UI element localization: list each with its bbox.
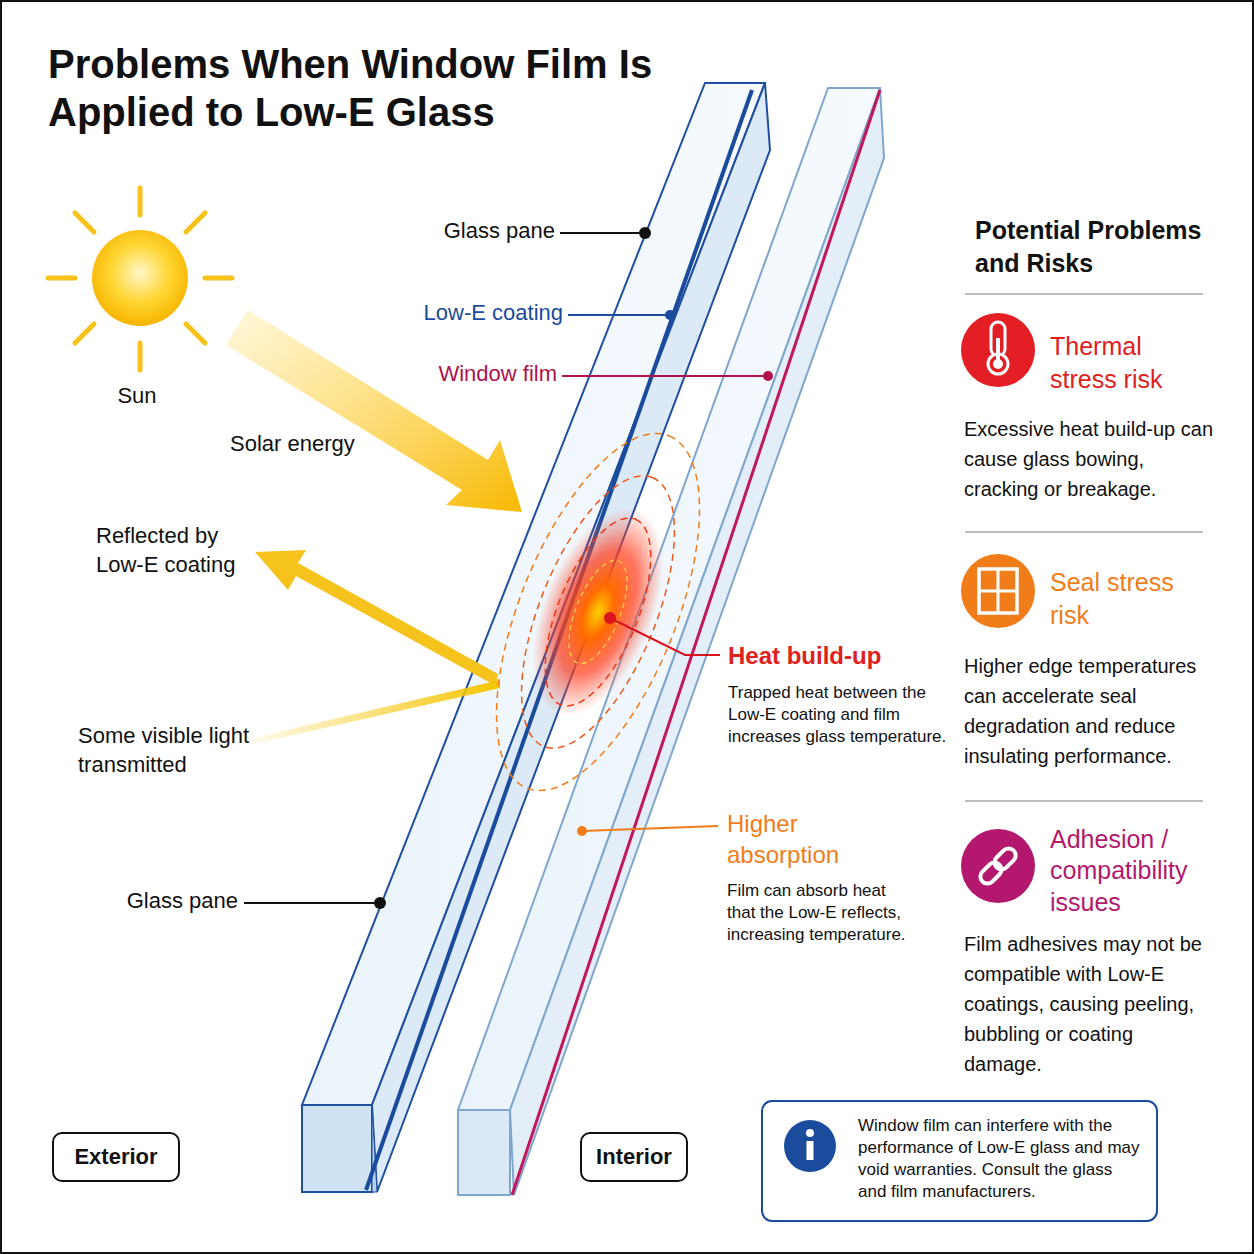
callout-body: Film can absorb heat that the Low-E refl…: [727, 880, 907, 946]
risk-heading: Adhesion / compatibility issues: [1050, 824, 1225, 918]
node-text: Window film can interfere with the perfo…: [858, 1115, 1141, 1203]
side-tag: Exterior: [52, 1132, 180, 1182]
sun-icon: [48, 188, 232, 370]
callout-heading: Higher absorption: [727, 808, 897, 870]
info-icon: [784, 1120, 836, 1172]
risk-heading: Thermal stress risk: [1050, 330, 1215, 395]
risk-heading: Seal stress risk: [1050, 566, 1215, 631]
heat-spot: [455, 407, 742, 818]
thermometer-icon: [961, 313, 1035, 387]
side-tag: Interior: [580, 1132, 688, 1182]
info-note-frame: [762, 1101, 1157, 1221]
arrow-label: Some visible light transmitted: [78, 722, 278, 779]
link-icon: [961, 829, 1035, 903]
info-note: Window film can interfere with the perfo…: [762, 1101, 1157, 1215]
diagram-title: Problems When Window Film Is Applied to …: [48, 40, 688, 136]
sun-label: Sun: [92, 382, 182, 411]
risk-body: Film adhesives may not be compatible wit…: [964, 929, 1214, 1079]
part-label: Window film: [405, 360, 557, 389]
reflected-arrow: [255, 550, 498, 686]
solar-energy-arrow: [226, 310, 522, 512]
panel-heading: Potential Problems and Risks: [975, 214, 1215, 279]
part-label: Low-E coating: [395, 299, 563, 328]
risk-body: Excessive heat build-up can cause glass …: [964, 414, 1214, 504]
part-label: Glass pane: [100, 887, 238, 916]
visible-light-ray: [236, 680, 500, 748]
callout-heading: Heat build-up: [728, 640, 938, 671]
window-icon: [961, 554, 1035, 628]
risk-body: Higher edge temperatures can accelerate …: [964, 651, 1214, 771]
node-text: Exterior: [62, 1144, 170, 1170]
arrow-label: Reflected by Low-E coating: [96, 522, 271, 579]
arrow-label: Solar energy: [230, 430, 380, 459]
leader-lines: [244, 227, 773, 909]
part-label: Glass pane: [420, 217, 555, 246]
callout-body: Trapped heat between the Low-E coating a…: [728, 682, 950, 748]
node-text: Interior: [590, 1144, 678, 1170]
